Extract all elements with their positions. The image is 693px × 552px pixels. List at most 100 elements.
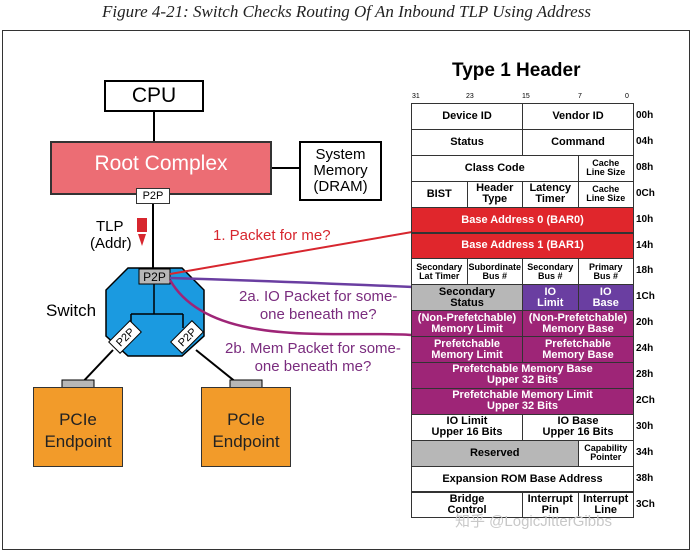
header-field-text: Reserved: [469, 446, 520, 459]
system-memory-line-1: System: [315, 146, 366, 163]
header-field-0Ch-0: BIST: [411, 180, 468, 208]
header-field-text: Prefetchable Memory Limit: [452, 389, 593, 402]
header-field-text: Interrupt: [583, 492, 629, 505]
header-field-text: IO: [544, 285, 557, 298]
header-field-text: Line Size: [586, 193, 626, 204]
header-field-text: Bus #: [537, 270, 563, 281]
header-field-text: Memory Limit: [431, 348, 503, 361]
header-offset-28h: 28h: [636, 369, 654, 380]
system-memory-box: System Memory (DRAM): [299, 141, 382, 201]
cpu-box: CPU: [104, 80, 204, 112]
header-field-00h-0: Device ID: [411, 103, 523, 130]
watermark: 知乎 @LogicJitterGibbs: [455, 513, 612, 530]
switch-down-p2p-right: [170, 320, 204, 354]
figure-frame: [2, 30, 690, 550]
endpoint-right-line-2: Endpoint: [212, 432, 280, 451]
header-field-text: Pointer: [590, 452, 622, 463]
header-field-14h-0: Base Address 1 (BAR1): [411, 232, 634, 260]
header-field-text: Prefetchable Memory Base: [452, 363, 593, 376]
endpoint-left-line-1: PCIe: [59, 410, 97, 429]
header-field-text: IO Limit: [446, 415, 488, 428]
pcie-endpoint-left: PCIe Endpoint: [33, 387, 123, 467]
io-packet-label-line-2: one beneath me?: [259, 306, 377, 323]
bit-label-31: 31: [412, 93, 420, 100]
root-complex-box: Root Complex: [50, 141, 272, 195]
header-field-10h-0: Base Address 0 (BAR0): [411, 206, 634, 234]
header-field-text: Secondary: [416, 261, 463, 272]
bit-label-23: 23: [466, 93, 474, 100]
header-field-text: Base: [592, 296, 619, 309]
header-field-text: Header: [476, 182, 514, 195]
header-offset-18h: 18h: [636, 265, 654, 277]
header-field-text: Bridge: [449, 492, 485, 505]
header-field-text: Capability: [584, 443, 628, 454]
system-memory-line-3: (DRAM): [313, 178, 368, 195]
header-field-text: (Non-Prefetchable): [417, 311, 517, 324]
header-offset-08h: 08h: [636, 161, 654, 173]
header-field-text: Pin: [541, 503, 559, 516]
bit-label-15: 15: [522, 93, 530, 100]
header-offset-2Ch: 2Ch: [636, 394, 655, 406]
header-field-text: Class Code: [464, 161, 525, 174]
header-field-38h-0: Expansion ROM Base Address: [411, 465, 634, 493]
header-field-text: Memory Base: [542, 322, 614, 335]
packet-for-me-line: [169, 231, 413, 275]
header-offset-24h: 24h: [636, 343, 654, 355]
tlp-arrow: [138, 234, 146, 246]
header-field-text: IO Base: [557, 415, 599, 428]
header-field-text: Upper 16 Bits: [542, 426, 614, 439]
header-field-08h-0: Class Code: [411, 154, 579, 182]
header-field-text: Cache: [592, 184, 620, 195]
header-offset-38h: 38h: [636, 472, 654, 484]
header-field-text: Bus #: [482, 270, 507, 281]
bit-label-7: 7: [578, 93, 582, 100]
header-field-text: Expansion ROM Base Address: [442, 472, 603, 485]
header-offset-04h: 04h: [636, 135, 654, 147]
io-packet-label: 2a. IO Packet for some- one beneath me?: [239, 288, 397, 324]
header-field-text: Upper 16 Bits: [431, 426, 503, 439]
header-field-text: Type: [482, 193, 508, 206]
header-field-text: Cache: [592, 158, 620, 169]
mem-packet-label-line-1: 2b. Mem Packet for some-: [225, 340, 401, 357]
packet-for-me-label: 1. Packet for me?: [213, 227, 331, 244]
header-field-00h-1: Vendor ID: [522, 103, 634, 130]
header-offset-1Ch: 1Ch: [636, 291, 655, 303]
mem-packet-label: 2b. Mem Packet for some- one beneath me?: [225, 340, 401, 376]
header-field-text: Secondary: [527, 261, 574, 272]
header-offset-34h: 34h: [636, 446, 654, 458]
header-field-text: Line: [594, 503, 618, 516]
header-field-text: Line Size: [586, 167, 626, 178]
switch-up-p2p-label: P2P: [143, 270, 166, 284]
header-field-text: Upper 32 Bits: [487, 400, 558, 413]
header-offset-00h: 00h: [636, 110, 654, 121]
header-field-text: IO: [599, 285, 612, 298]
bit-label-0: 0: [625, 93, 629, 100]
header-field-text: Device ID: [442, 109, 492, 122]
header-field-text: Latency: [529, 182, 572, 195]
header-field-text: Status: [450, 135, 484, 148]
header-field-text: Prefetchable: [433, 337, 500, 350]
endpoint-left-line-2: Endpoint: [44, 432, 112, 451]
header-field-text: Secondary: [438, 285, 496, 298]
header-offset-30h: 30h: [636, 420, 654, 432]
type1-header-title: Type 1 Header: [452, 60, 581, 81]
mem-packet-curve: [168, 279, 413, 337]
header-field-text: Memory Base: [542, 348, 614, 361]
header-field-34h-0: Reserved: [411, 439, 579, 467]
pcie-endpoint-right: PCIe Endpoint: [201, 387, 291, 467]
header-field-text: Command: [551, 135, 605, 148]
header-field-20h-1: (Non-Prefetchable)Memory Base: [522, 310, 634, 338]
endpoint-right-line-1: PCIe: [227, 410, 265, 429]
